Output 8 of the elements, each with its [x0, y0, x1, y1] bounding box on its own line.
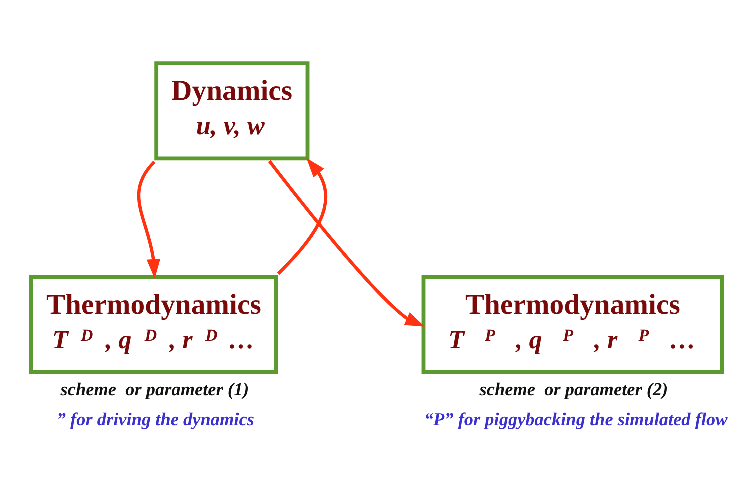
node-label: ” for driving the dynamics	[56, 410, 254, 430]
arrow	[137, 160, 161, 279]
node-label: scheme or parameter (1)	[60, 380, 250, 400]
node-box: Dynamics u, v, w	[154, 62, 310, 161]
node-label: scheme or parameter (2)	[480, 380, 668, 400]
arrow	[277, 158, 328, 276]
node-label: “P” for piggybacking the simulated flow	[424, 410, 728, 430]
arrow	[268, 160, 425, 327]
